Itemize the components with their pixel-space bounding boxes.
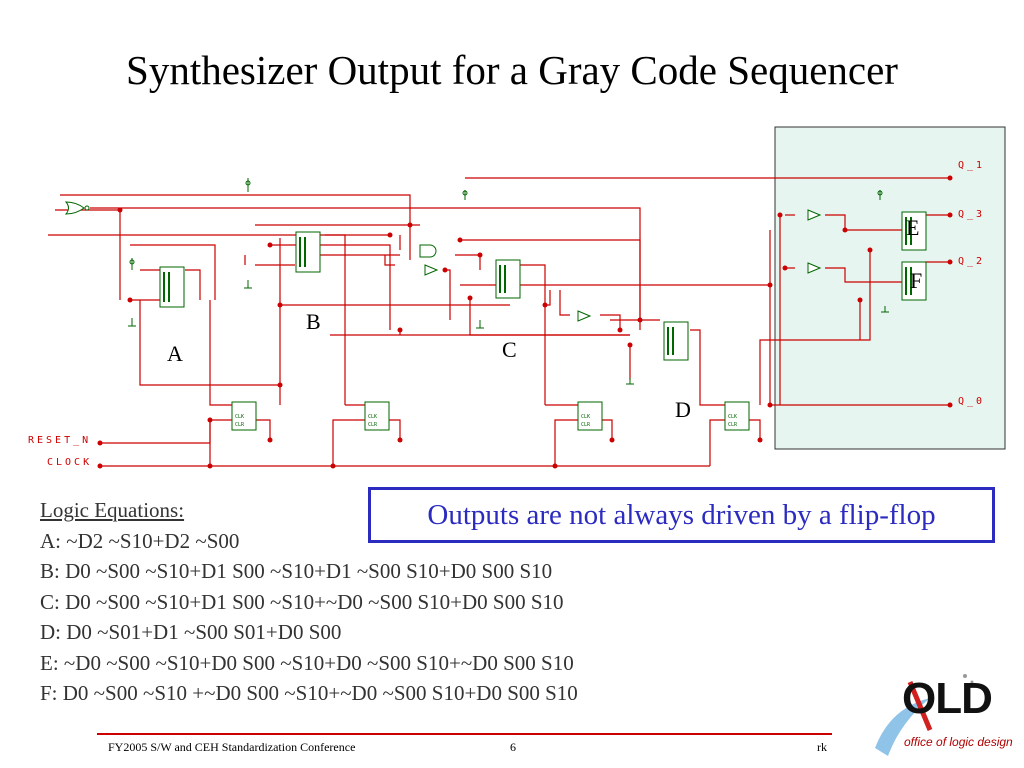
input-pin-reset: RESET_N	[28, 435, 92, 446]
equation-f: F: D0 ~S00 ~S10 +~D0 S00 ~S10+~D0 ~S00 S…	[40, 681, 578, 705]
logo-wordmark: OLD	[902, 674, 993, 723]
slide-title: Synthesizer Output for a Gray Code Seque…	[126, 47, 898, 93]
pin-marks	[163, 217, 912, 355]
equation-c: C: D0 ~S00 ~S10+D1 S00 ~S10+~D0 ~S00 S10…	[40, 589, 564, 614]
logic-equations: Logic Equations: A: ~D2 ~S10+D2 ~S00 B: …	[40, 495, 578, 709]
office-of-logic-design-logo: OLD office of logic design	[870, 668, 1020, 763]
equation-e: E: ~D0 ~S00 ~S10+D0 S00 ~S10+D0 ~S00 S10…	[40, 650, 574, 675]
output-pin-q3: Q_3	[958, 209, 986, 220]
gate-and-1	[419, 244, 437, 258]
svg-text:CLR: CLR	[581, 422, 591, 428]
svg-text:CLK: CLK	[728, 414, 737, 420]
equation-d: D: D0 ~S01+D1 ~S00 S01+D0 S00	[40, 620, 342, 644]
svg-text:CLK: CLK	[581, 414, 590, 420]
footer-page-number: 6	[510, 740, 516, 754]
wire-junctions	[97, 175, 953, 469]
flip-flop-a	[231, 401, 257, 431]
flip-flop-d	[724, 401, 750, 431]
block-label-d: D	[675, 397, 691, 422]
equation-b: B: D0 ~S00 ~S10+D1 S00 ~S10+D1 ~S00 S10+…	[40, 559, 553, 583]
block-label-a: A	[167, 341, 183, 366]
equations-heading: Logic Equations:	[40, 498, 185, 522]
buffer-1	[424, 264, 439, 276]
block-label-f: F	[910, 268, 923, 293]
gates	[64, 201, 822, 322]
output-pin-q0: Q_0	[958, 396, 986, 407]
buffer-4	[807, 262, 822, 274]
input-pin-clock: CLOCK	[47, 457, 93, 468]
svg-text:CLK: CLK	[235, 414, 244, 420]
block-label-c: C	[502, 337, 517, 362]
power-symbols	[128, 178, 889, 385]
svg-text:CLR: CLR	[235, 422, 245, 428]
gate-xor-top	[64, 201, 85, 215]
logo-swoosh-icon	[875, 674, 974, 756]
svg-text:CLR: CLR	[368, 422, 378, 428]
buffer-2	[577, 310, 592, 322]
output-pin-q1: Q_1	[958, 160, 986, 171]
svg-text:CLR: CLR	[728, 422, 738, 428]
footer-conference: FY2005 S/W and CEH Standardization Confe…	[108, 740, 356, 754]
flip-flop-c	[577, 401, 603, 431]
buffer-3	[807, 209, 822, 221]
callout-box: Outputs are not always driven by a flip-…	[368, 487, 995, 543]
ff-pin-text: CLK CLR CLK CLR CLK CLR CLK CLR	[235, 414, 738, 428]
equation-a: A: ~D2 ~S10+D2 ~S00	[40, 528, 240, 553]
footer-author: rk	[817, 740, 827, 754]
logo-subtitle: office of logic design	[904, 735, 1013, 749]
output-pin-q2: Q_2	[958, 256, 986, 267]
flip-flop-b	[364, 401, 390, 431]
block-label-b: B	[306, 309, 321, 334]
schematic-diagram: CLK CLR CLK CLR CLK CLR CLK CLR	[48, 126, 1006, 469]
footer-rule	[97, 733, 832, 735]
output-logic-region	[774, 126, 1006, 450]
block-label-e: E	[906, 215, 920, 240]
svg-text:CLK: CLK	[368, 414, 377, 420]
